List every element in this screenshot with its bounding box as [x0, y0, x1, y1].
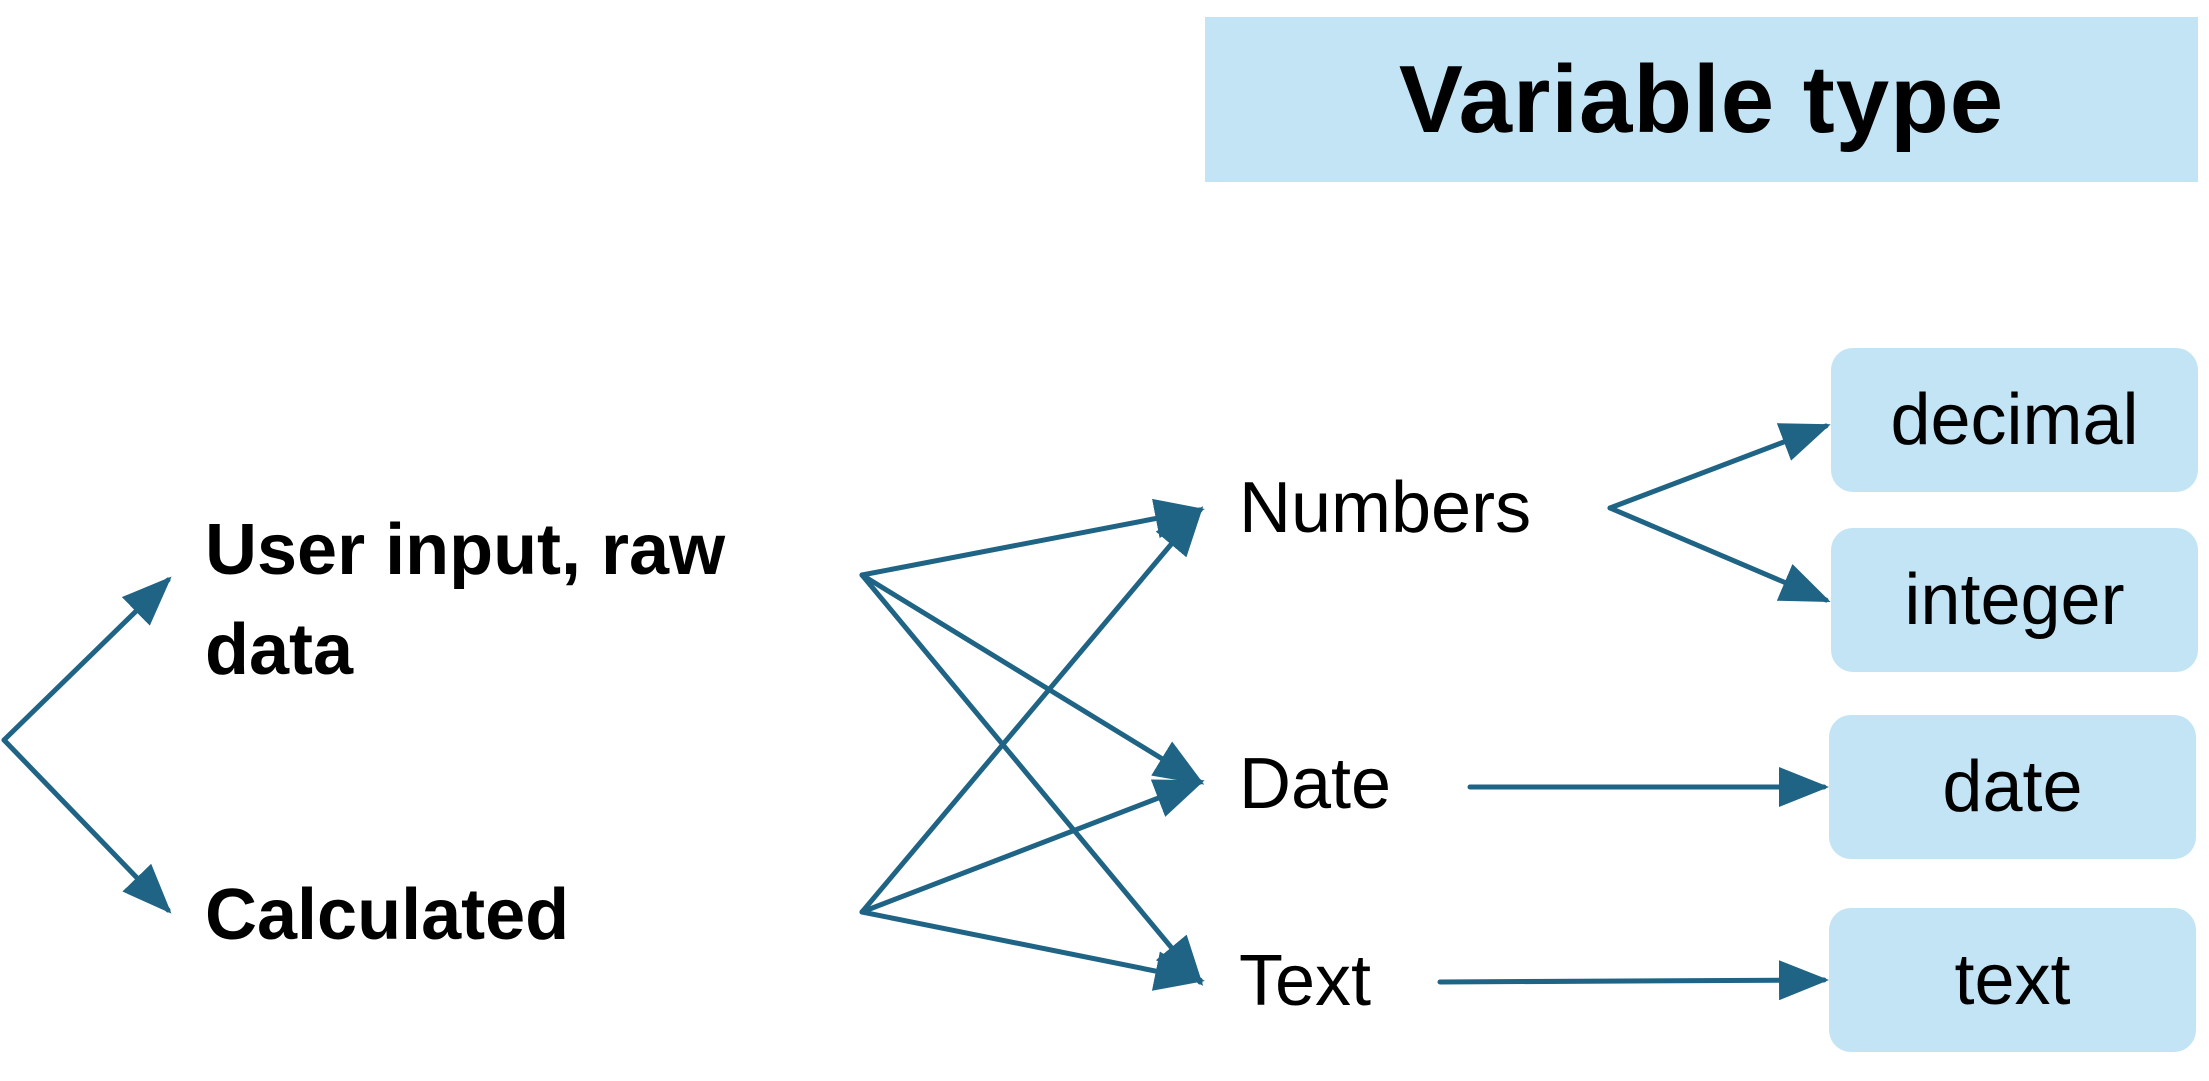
source-user-input: User input, raw data — [205, 510, 726, 690]
type-label-text: text — [1954, 940, 2071, 1020]
type-label-decimal: decimal — [1890, 380, 2139, 460]
category-numbers: Numbers — [1239, 468, 1532, 548]
arrow-user-input-to-text — [859, 572, 1204, 986]
category-text: Text — [1239, 941, 1372, 1021]
arrow-origin-to-user-input — [1, 576, 172, 743]
type-label-integer: integer — [1904, 560, 2125, 640]
arrow-text-to-text-type — [1437, 960, 1829, 1001]
arrow-calculated-to-date — [859, 779, 1205, 915]
header-box: Variable type — [1205, 17, 2198, 182]
arrow-user-input-to-numbers — [859, 498, 1205, 578]
type-label-date: date — [1942, 747, 2083, 827]
type-box-text: text — [1829, 908, 2196, 1052]
arrow-origin-to-calculated — [1, 737, 172, 914]
arrow-calculated-to-numbers — [859, 506, 1204, 915]
type-box-decimal: decimal — [1831, 348, 2198, 492]
source-calculated: Calculated — [205, 875, 570, 955]
type-box-date: date — [1829, 715, 2196, 859]
arrow-numbers-to-decimal — [1607, 423, 1831, 511]
type-box-integer: integer — [1831, 528, 2198, 672]
arrow-numbers-to-integer — [1607, 505, 1831, 603]
category-date: Date — [1239, 744, 1392, 824]
arrow-calculated-to-text — [859, 909, 1205, 991]
diagram-title: Variable type — [1398, 45, 2005, 153]
arrow-user-input-to-date — [859, 572, 1205, 785]
